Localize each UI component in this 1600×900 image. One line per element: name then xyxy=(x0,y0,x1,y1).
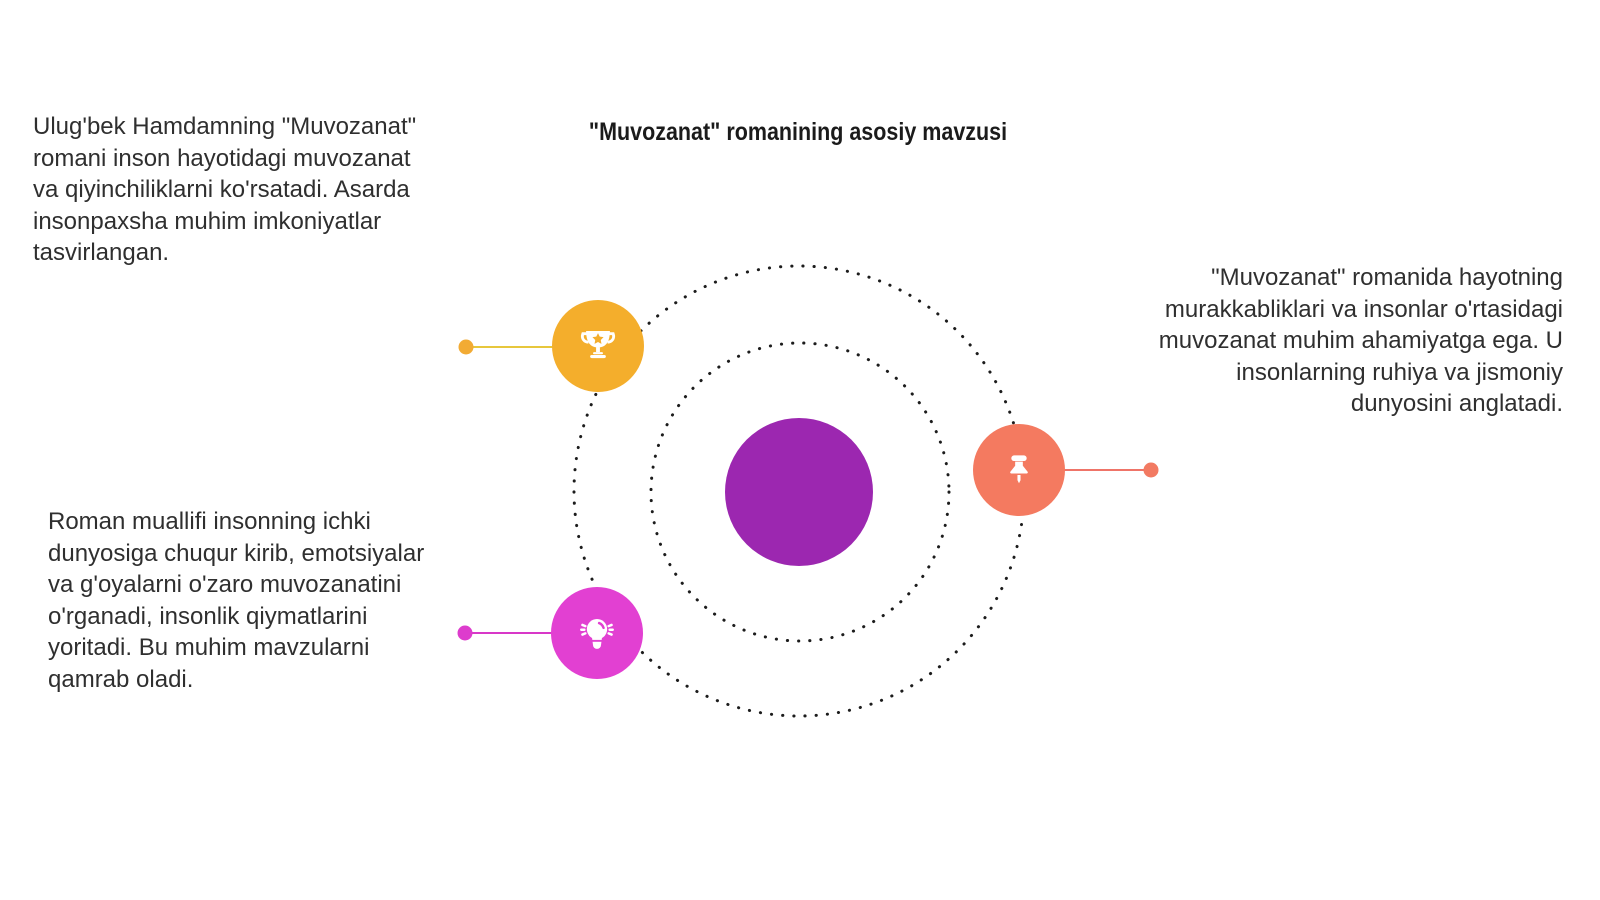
pushpin-node xyxy=(973,424,1065,516)
pushpin-connector-dot xyxy=(1143,462,1159,478)
page-title: "Muvozanat" romanining asosiy mavzusi xyxy=(588,118,1008,146)
lightbulb-connector-dot xyxy=(457,625,473,641)
paragraph-top-left: Ulug'bek Hamdamning "Muvozanat" romani i… xyxy=(33,113,417,266)
pushpin-icon xyxy=(996,447,1042,493)
lightbulb-node xyxy=(551,587,643,679)
central-circle xyxy=(725,418,873,566)
trophy-connector-dot xyxy=(458,339,474,355)
lightbulb-icon xyxy=(574,610,620,656)
paragraph-bottom-left: Roman muallifi insonning ichki dunyosiga… xyxy=(48,508,425,693)
paragraph-right: "Muvozanat" romanida hayotning murakkabl… xyxy=(1158,264,1563,417)
trophy-node xyxy=(552,300,644,392)
trophy-icon xyxy=(575,323,621,369)
inner-orbit-ring xyxy=(649,341,951,643)
